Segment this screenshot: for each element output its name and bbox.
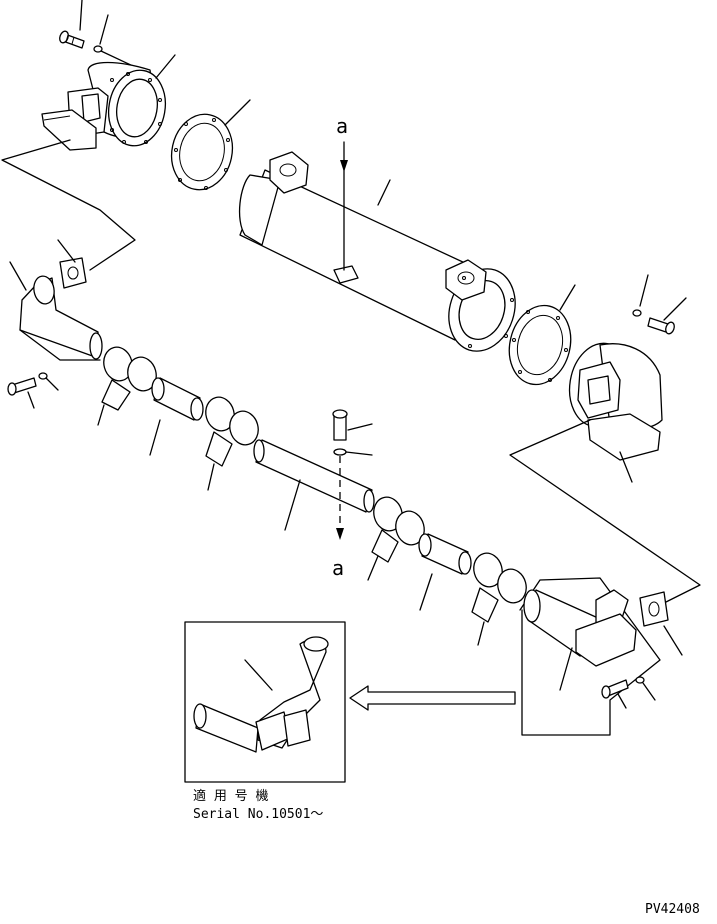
callout-bracket-right [509, 419, 701, 606]
right-washer [632, 274, 649, 317]
clamp-pair-3 [367, 496, 425, 581]
middle-pipe [253, 439, 375, 531]
middle-bolt [332, 409, 373, 441]
outlet-bracket [519, 577, 661, 736]
sleeve-1 [149, 377, 204, 456]
left-inlet-pipe [9, 261, 103, 360]
right-gasket [508, 284, 576, 386]
outlet-pipe [523, 589, 637, 691]
inset-pointer-arrow [349, 685, 516, 711]
applicability-label: 適 用 号 機 [193, 788, 268, 804]
muffler-body [238, 151, 516, 352]
inset-box [184, 621, 346, 783]
clamp-pair-4 [471, 552, 527, 646]
middle-washer [333, 448, 373, 456]
outlet-washer [635, 676, 656, 701]
section-marker-top: a [336, 114, 348, 138]
left-inlet-flange [57, 239, 87, 289]
section-arrow-top: a [336, 114, 348, 271]
right-bolt [647, 297, 687, 335]
outlet-bolt [601, 679, 629, 709]
serial-number-label: Serial No.10501～ [193, 807, 323, 822]
callout-bracket-left [1, 139, 136, 271]
clamp-pair-1 [97, 346, 157, 426]
left-washer [38, 372, 59, 391]
right-elbow-housing [568, 342, 663, 483]
top-left-bolt [59, 0, 85, 49]
sleeve-2 [418, 533, 472, 611]
top-left-elbow-housing [41, 54, 176, 151]
clamp-pair-2 [205, 396, 259, 491]
section-marker-bottom: a [332, 556, 344, 580]
callout-bracket-inlet [19, 329, 101, 361]
drawing-code: PV42408 [645, 902, 700, 917]
outlet-flange [639, 591, 683, 656]
top-left-washer [93, 14, 136, 68]
section-arrow-bottom: a [332, 456, 344, 580]
left-bolt [7, 377, 37, 409]
top-left-gasket [170, 99, 251, 191]
